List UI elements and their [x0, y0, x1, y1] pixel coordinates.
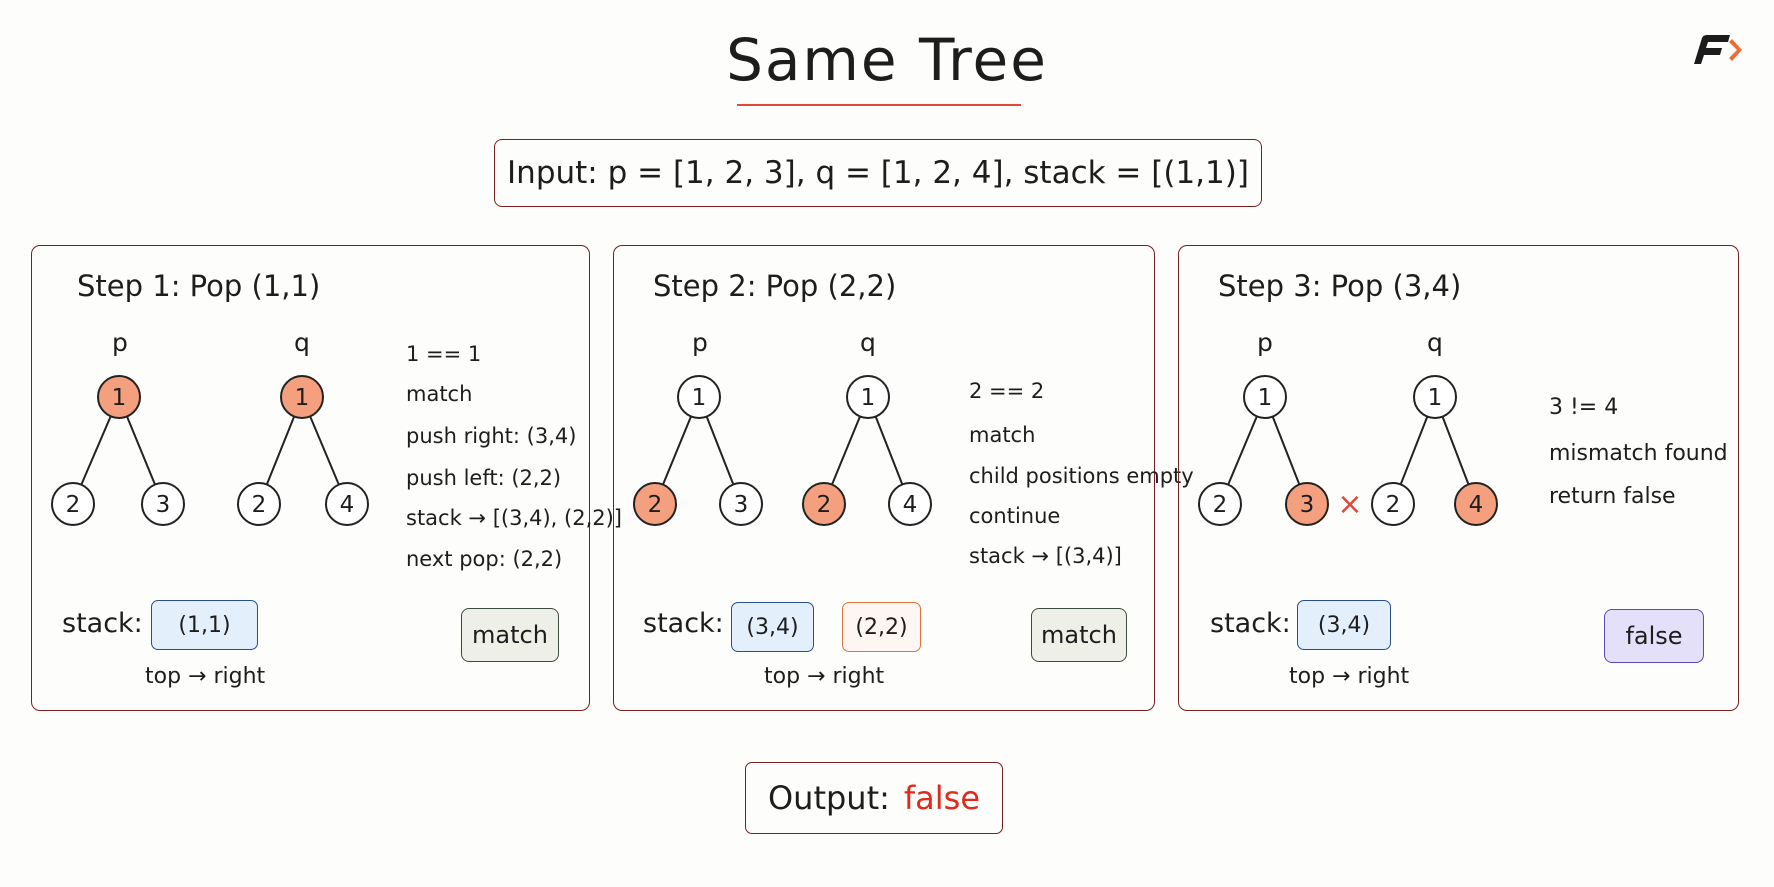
step-1-p-node-left — [51, 482, 95, 526]
step-3-q-right-value: 4 — [1469, 492, 1484, 518]
step-2-note-4: continue — [969, 504, 1061, 528]
step-2-note-3: child positions empty — [969, 464, 1194, 488]
step-1-q-node-left — [237, 482, 281, 526]
step-2-q-right-value: 4 — [903, 492, 918, 518]
step-1-q-label: q — [294, 328, 310, 357]
title-underline — [737, 104, 1021, 106]
step-3-q-label: q — [1427, 328, 1443, 357]
step-3-q-node-right — [1454, 482, 1498, 526]
step-3-q-node-root — [1413, 375, 1457, 419]
step-2-status-badge: match — [1031, 608, 1127, 662]
step-2-note-2: match — [969, 423, 1036, 447]
step-3-p-left-value: 2 — [1213, 492, 1228, 518]
step-3-note-1: 3 != 4 — [1549, 395, 1619, 420]
step-2-p-left-value: 2 — [648, 492, 663, 518]
step-2-q-node-root — [846, 375, 890, 419]
step-2-note-1: 2 == 2 — [969, 379, 1045, 403]
step-3-title: Step 3: Pop (3,4) — [1218, 269, 1462, 303]
step-3-p-right-value: 3 — [1300, 492, 1315, 518]
step-2-q-label: q — [860, 328, 876, 357]
step-2-p-node-root — [677, 375, 721, 419]
step-1-q-left-value: 2 — [252, 492, 267, 518]
step-3-q-node-left — [1371, 482, 1415, 526]
mismatch-x-icon: × — [1337, 487, 1362, 522]
step-3-p-node-root — [1243, 375, 1287, 419]
step-3-q-left-value: 2 — [1386, 492, 1401, 518]
step-1-p-node-root — [97, 375, 141, 419]
step-3-p-label: p — [1257, 328, 1273, 357]
step-2-title: Step 2: Pop (2,2) — [653, 269, 897, 303]
step-3-p-root-value: 1 — [1258, 385, 1273, 411]
step-3-stack-label: stack: — [1210, 608, 1291, 639]
output-value: false — [903, 779, 981, 817]
step-2-stack-item-1: (3,4) — [731, 602, 814, 652]
step-3-p-node-right — [1285, 482, 1329, 526]
page-title: Same Tree — [726, 26, 1048, 94]
output-box: Output: false — [745, 762, 1003, 834]
step-2-p-node-right — [719, 482, 763, 526]
step-1-q-node-right — [325, 482, 369, 526]
brand-logo-icon — [1694, 35, 1742, 64]
step-1-note-1: 1 == 1 — [406, 342, 482, 366]
step-1-stack-item: (1,1) — [151, 600, 258, 650]
step-3-stack-item: (3,4) — [1297, 600, 1391, 650]
step-1-note-6: next pop: (2,2) — [406, 547, 563, 571]
step-2-q-node-left — [802, 482, 846, 526]
step-2-p-node-left — [633, 482, 677, 526]
step-3-top-hint: top → right — [1289, 664, 1410, 689]
step-1-p-left-value: 2 — [66, 492, 81, 518]
step-3-note-2: mismatch found — [1549, 441, 1728, 466]
step-2-stack-item-2: (2,2) — [842, 602, 921, 652]
input-box: Input: p = [1, 2, 3], q = [1, 2, 4], sta… — [494, 139, 1262, 207]
step-1-p-node-right — [141, 482, 185, 526]
step-2-top-hint: top → right — [764, 664, 885, 689]
step-1-note-2: match — [406, 382, 473, 406]
step-2-q-node-right — [888, 482, 932, 526]
step-2-stack-label: stack: — [643, 608, 724, 639]
step-1-stack-label: stack: — [62, 608, 143, 639]
step-1-status-badge: match — [461, 608, 559, 662]
step-1-q-root-value: 1 — [295, 385, 310, 411]
step-2-q-root-value: 1 — [861, 385, 876, 411]
step-1-note-3: push right: (3,4) — [406, 424, 577, 448]
step-3-q-root-value: 1 — [1428, 385, 1443, 411]
input-text: Input: p = [1, 2, 3], q = [1, 2, 4], sta… — [507, 155, 1249, 191]
step-1-p-root-value: 1 — [112, 385, 127, 411]
step-2-p-right-value: 3 — [734, 492, 749, 518]
step-1-title: Step 1: Pop (1,1) — [77, 269, 321, 303]
step-2-p-label: p — [692, 328, 708, 357]
step-1-top-hint: top → right — [145, 664, 266, 689]
step-1-p-label: p — [112, 328, 128, 357]
step-3-note-3: return false — [1549, 484, 1676, 509]
step-1-note-4: push left: (2,2) — [406, 466, 562, 490]
step-1-panel — [31, 245, 590, 711]
step-3-p-node-left — [1198, 482, 1242, 526]
step-1-p-right-value: 3 — [156, 492, 171, 518]
step-2-q-left-value: 2 — [817, 492, 832, 518]
step-3-status-badge: false — [1604, 609, 1704, 663]
step-1-note-5: stack → [(3,4), (2,2)] — [406, 506, 622, 530]
step-1-q-right-value: 4 — [340, 492, 355, 518]
output-label: Output: — [767, 779, 890, 817]
step-2-p-root-value: 1 — [692, 385, 707, 411]
step-2-panel — [613, 245, 1155, 711]
step-3-panel — [1178, 245, 1739, 711]
step-2-note-5: stack → [(3,4)] — [969, 544, 1122, 568]
step-1-q-node-root — [280, 375, 324, 419]
